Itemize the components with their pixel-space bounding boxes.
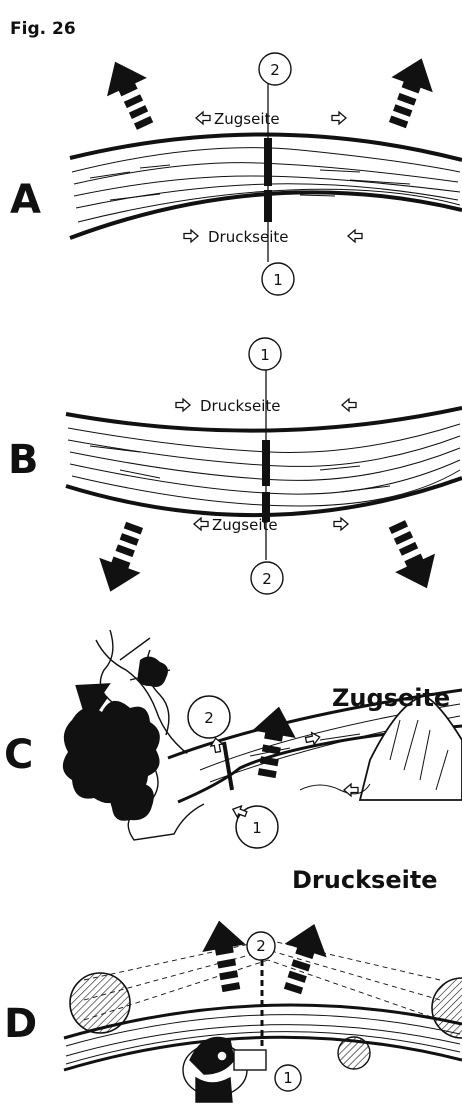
panel-a-tension-left-arrow-icon	[196, 112, 210, 124]
panel-c-number-upper: 2	[204, 709, 214, 727]
panel-a-right-force-arrow-icon	[377, 51, 443, 133]
worker-figure	[183, 1038, 266, 1103]
panel-d-letter: D	[4, 1001, 37, 1047]
panel-b-top-label: Druckseite	[200, 397, 280, 415]
panel-c-compression-label: Druckseite	[292, 866, 438, 894]
panel-c-letter: C	[4, 732, 33, 778]
panel-b-compression-left-arrow-icon	[342, 399, 356, 411]
panel-a-top-label: Zugseite	[214, 110, 280, 128]
panel-a-compression-right-arrow-icon	[184, 230, 198, 242]
panel-c: C 2	[4, 630, 462, 894]
panel-d-left-force-arrow-icon	[197, 917, 253, 995]
figure-title: Fig. 26	[10, 19, 76, 39]
panel-d: D 2	[4, 917, 462, 1102]
panel-d-number-upper: 2	[256, 937, 266, 955]
panel-c-tension-label: Zugseite	[332, 684, 450, 712]
panel-b-number-top: 1	[260, 346, 270, 364]
panel-a-letter: A	[10, 177, 41, 223]
panel-b-letter: B	[8, 437, 39, 483]
panel-c-number-lower: 1	[252, 819, 262, 837]
panel-a-number-bottom: 1	[273, 271, 283, 289]
panel-b-tension-left-arrow-icon	[194, 518, 208, 530]
panel-a-number-top: 2	[270, 61, 280, 79]
panel-b-tension-right-arrow-icon	[334, 518, 348, 530]
panel-b-compression-right-arrow-icon	[176, 399, 190, 411]
panel-d-number-lower: 1	[283, 1069, 293, 1087]
panel-b-left-force-arrow-icon	[90, 517, 156, 599]
panel-b-right-force-arrow-icon	[377, 515, 447, 598]
panel-b-bottom-label: Zugseite	[212, 516, 278, 534]
panel-a-bottom-label: Druckseite	[208, 228, 288, 246]
panel-a: A 2 1 Zugseite Druckseite	[10, 51, 462, 295]
panel-a-left-force-arrow-icon	[95, 52, 165, 135]
panel-b: B 1 2 Druckseite Zugseite	[8, 338, 462, 599]
panel-a-compression-left-arrow-icon	[348, 230, 362, 242]
panel-b-number-bottom: 2	[262, 570, 272, 588]
panel-a-tension-right-arrow-icon	[332, 112, 346, 124]
panel-d-right-force-arrow-icon	[271, 917, 335, 998]
